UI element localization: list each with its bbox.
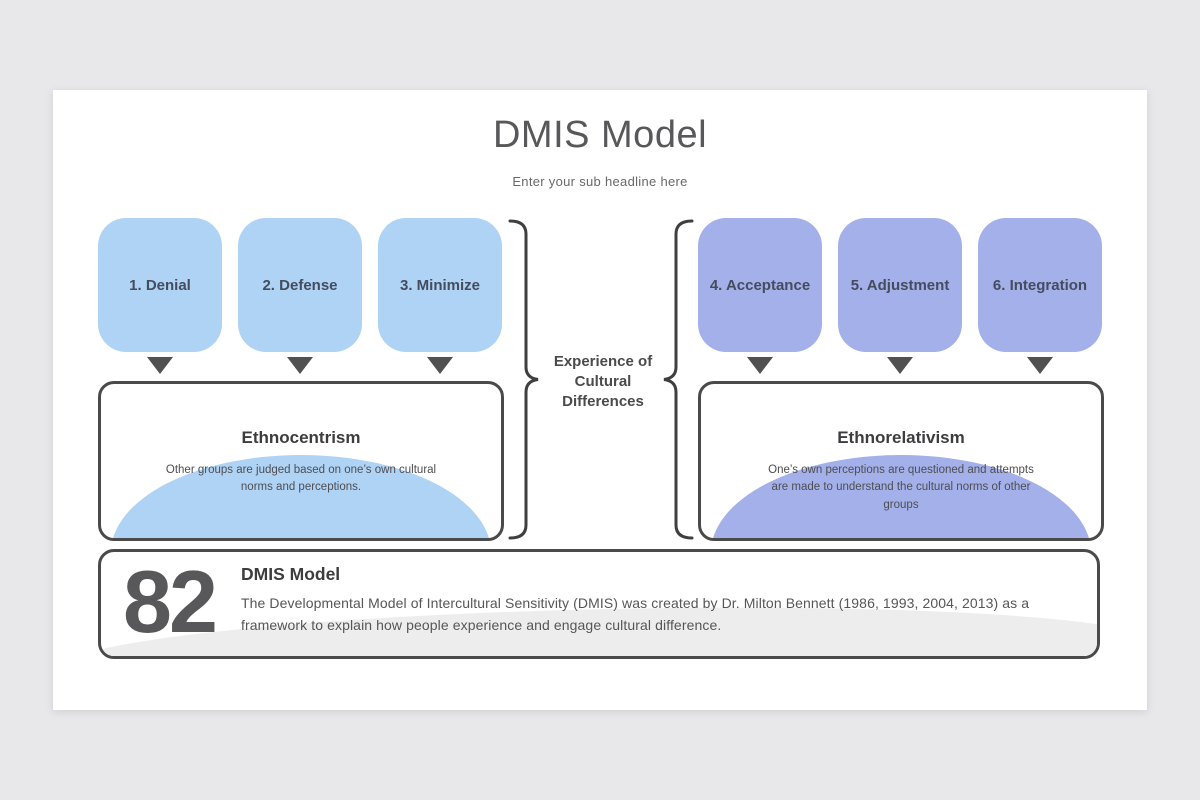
stage-box-defense: 2. Defense (238, 218, 362, 352)
group-description-ethnocentrism: Other groups are judged based on one’s o… (165, 464, 437, 494)
down-arrow-icon (287, 357, 313, 374)
stage-label: 6. Integration (992, 276, 1088, 294)
group-title-ethnorelativism: Ethnorelativism (837, 428, 965, 447)
page-subtitle: Enter your sub headline here (512, 174, 688, 189)
down-arrow-icon (887, 357, 913, 374)
footer-number: 82 (123, 552, 218, 651)
curly-brace-left-pointing-icon (663, 219, 694, 540)
curly-brace-right-pointing-icon (508, 219, 539, 540)
stage-box-acceptance: 4. Acceptance (698, 218, 822, 352)
stage-box-adjustment: 5. Adjustment (838, 218, 962, 352)
ethnorelativism-box: Ethnorelativism One’s own perceptions ar… (698, 381, 1104, 541)
stage-box-denial: 1. Denial (98, 218, 222, 352)
footer-content: DMIS Model The Developmental Model of In… (241, 564, 1091, 636)
stage-label: 4. Acceptance (709, 276, 811, 294)
footer-summary-box: 82 DMIS Model The Developmental Model of… (98, 549, 1100, 659)
down-arrow-icon (1027, 357, 1053, 374)
stage-label: 3. Minimize (399, 276, 481, 294)
stage-label: 2. Defense (262, 276, 338, 294)
stage-label: 1. Denial (129, 276, 191, 294)
group-description-ethnorelativism: One’s own perceptions are questioned and… (768, 464, 1034, 511)
group-title-ethnocentrism: Ethnocentrism (241, 428, 361, 447)
center-label-experience-of-cultural-differences: Experience of Cultural Differences (553, 353, 653, 410)
ethnocentrism-box: Ethnocentrism Other groups are judged ba… (98, 381, 504, 541)
stage-box-integration: 6. Integration (978, 218, 1102, 352)
slide: DMIS Model Enter your sub headline here … (53, 90, 1147, 710)
down-arrow-icon (427, 357, 453, 374)
page-title: DMIS Model (492, 114, 708, 156)
stage-label: 5. Adjustment (850, 276, 950, 294)
footer-title: DMIS Model (241, 564, 341, 584)
stage-box-minimize: 3. Minimize (378, 218, 502, 352)
footer-description: The Developmental Model of Intercultural… (241, 595, 1030, 633)
down-arrow-icon (747, 357, 773, 374)
down-arrow-icon (147, 357, 173, 374)
